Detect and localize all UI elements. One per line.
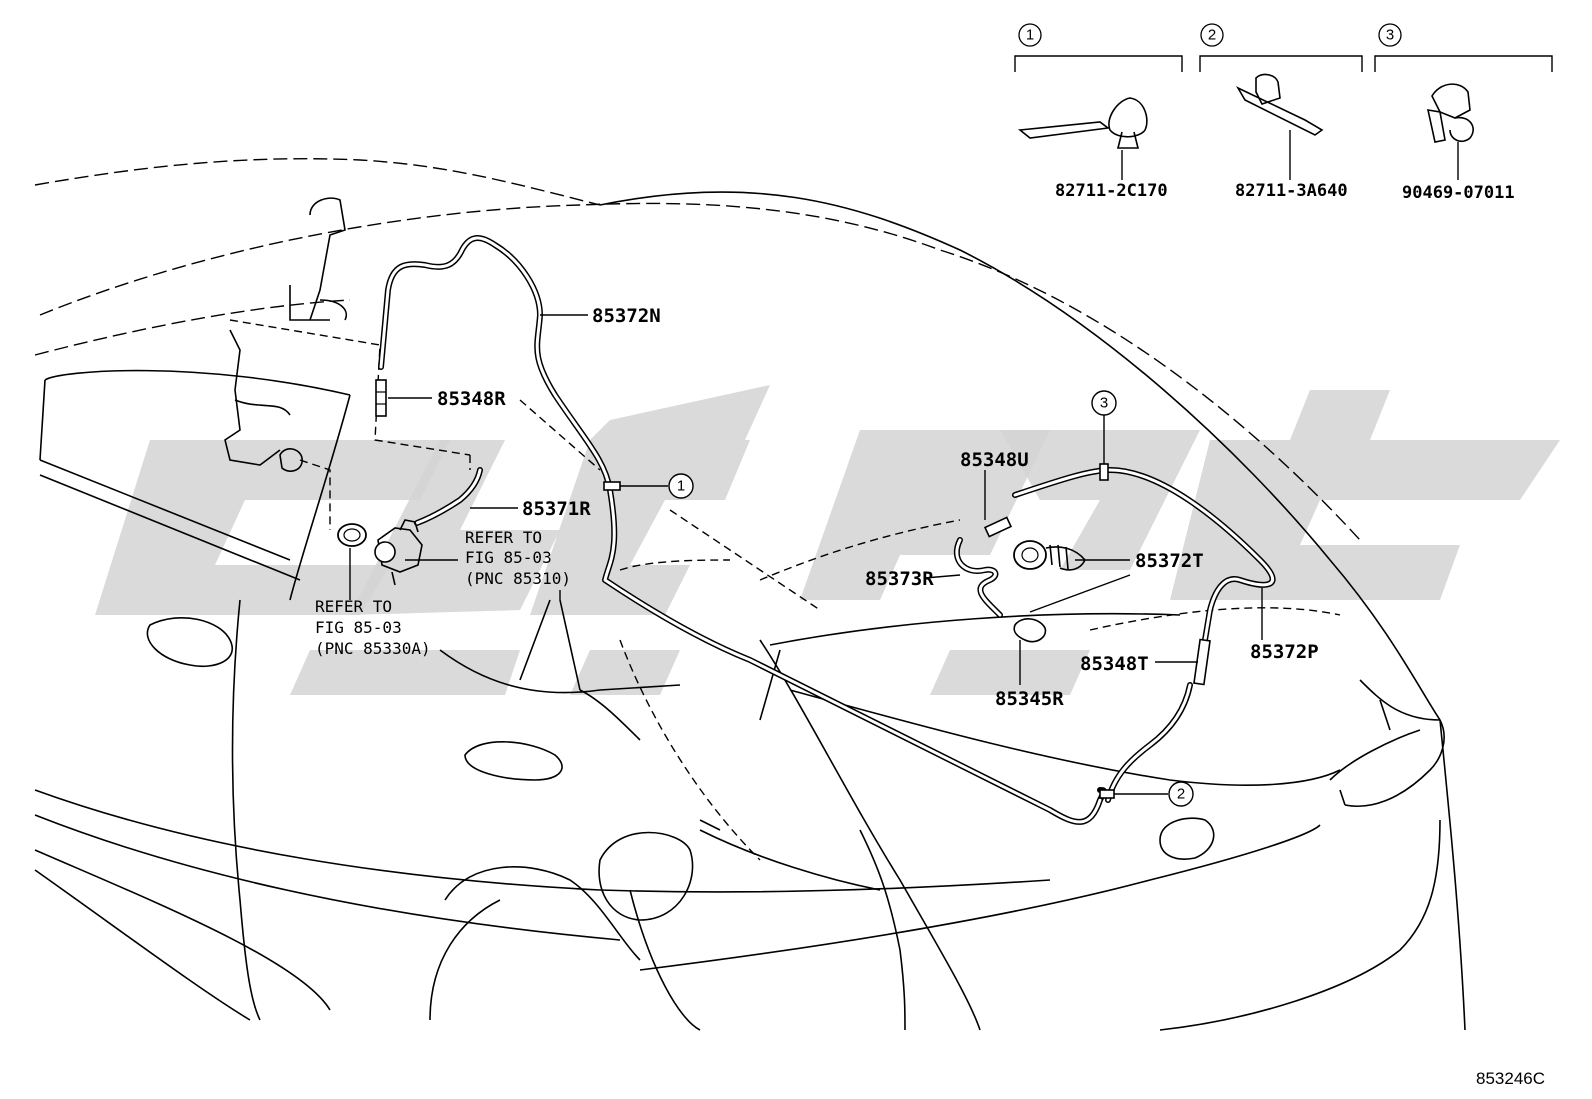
clip-2 [1099, 789, 1115, 799]
hose-85371R [414, 467, 483, 526]
pump-grommet [337, 523, 367, 547]
leader-lines [349, 314, 1263, 795]
svg-text:3: 3 [1100, 395, 1108, 412]
svg-text:2: 2 [1208, 27, 1216, 44]
callout-1: 1 [668, 473, 694, 499]
joint-85348U [983, 516, 1013, 538]
svg-text:1: 1 [677, 478, 685, 495]
label-85348U: 85348U [960, 449, 1029, 471]
watermark-logo [95, 385, 1560, 695]
svg-text:90469-07011: 90469-07011 [1402, 183, 1515, 203]
label-85371R: 85371R [522, 498, 591, 520]
clip-inset-1: 1 82711-2C170 [1014, 23, 1183, 201]
svg-text:2: 2 [1177, 786, 1185, 803]
label-85373R: 85373R [865, 568, 934, 590]
clip-inset-2: 2 82711-3A640 [1199, 23, 1363, 201]
hose-85373R [953, 537, 1003, 618]
svg-text:82711-3A640: 82711-3A640 [1235, 181, 1348, 201]
label-85348T: 85348T [1080, 653, 1149, 675]
vehicle-body-outline [34, 158, 1466, 1031]
reference-grommet: REFER TO FIG 85-03 (PNC 85330A) [315, 597, 431, 658]
label-85348R: 85348R [437, 388, 506, 410]
clip-inset-3: 3 90469-07011 [1374, 23, 1553, 203]
label-85372N: 85372N [592, 305, 661, 327]
clip-3 [1099, 463, 1109, 481]
svg-text:REFER TO: REFER TO [465, 528, 542, 547]
reference-pump: REFER TO FIG 85-03 (PNC 85310) [465, 528, 571, 588]
svg-text:82711-2C170: 82711-2C170 [1055, 181, 1168, 201]
label-85345R: 85345R [995, 688, 1064, 710]
label-85372T: 85372T [1135, 550, 1204, 572]
joint-85348R [375, 379, 387, 417]
hose-85372P [1012, 467, 1276, 803]
svg-text:(PNC 85310): (PNC 85310) [465, 569, 571, 588]
nozzle-85372T [1013, 540, 1086, 571]
svg-text:FIG 85-03: FIG 85-03 [315, 618, 402, 637]
label-85372P: 85372P [1250, 641, 1319, 663]
washer-pump [374, 519, 423, 586]
callout-3: 3 [1091, 390, 1117, 416]
callout-2: 2 [1168, 781, 1194, 807]
svg-text:(PNC 85330A): (PNC 85330A) [315, 639, 431, 658]
svg-text:3: 3 [1386, 27, 1394, 44]
diagram-code: 853246C [1476, 1069, 1545, 1088]
clip-1 [603, 481, 621, 491]
svg-text:FIG 85-03: FIG 85-03 [465, 548, 552, 567]
nozzle-85345R [1013, 618, 1047, 643]
svg-text:REFER TO: REFER TO [315, 597, 392, 616]
svg-text:1: 1 [1026, 27, 1034, 44]
